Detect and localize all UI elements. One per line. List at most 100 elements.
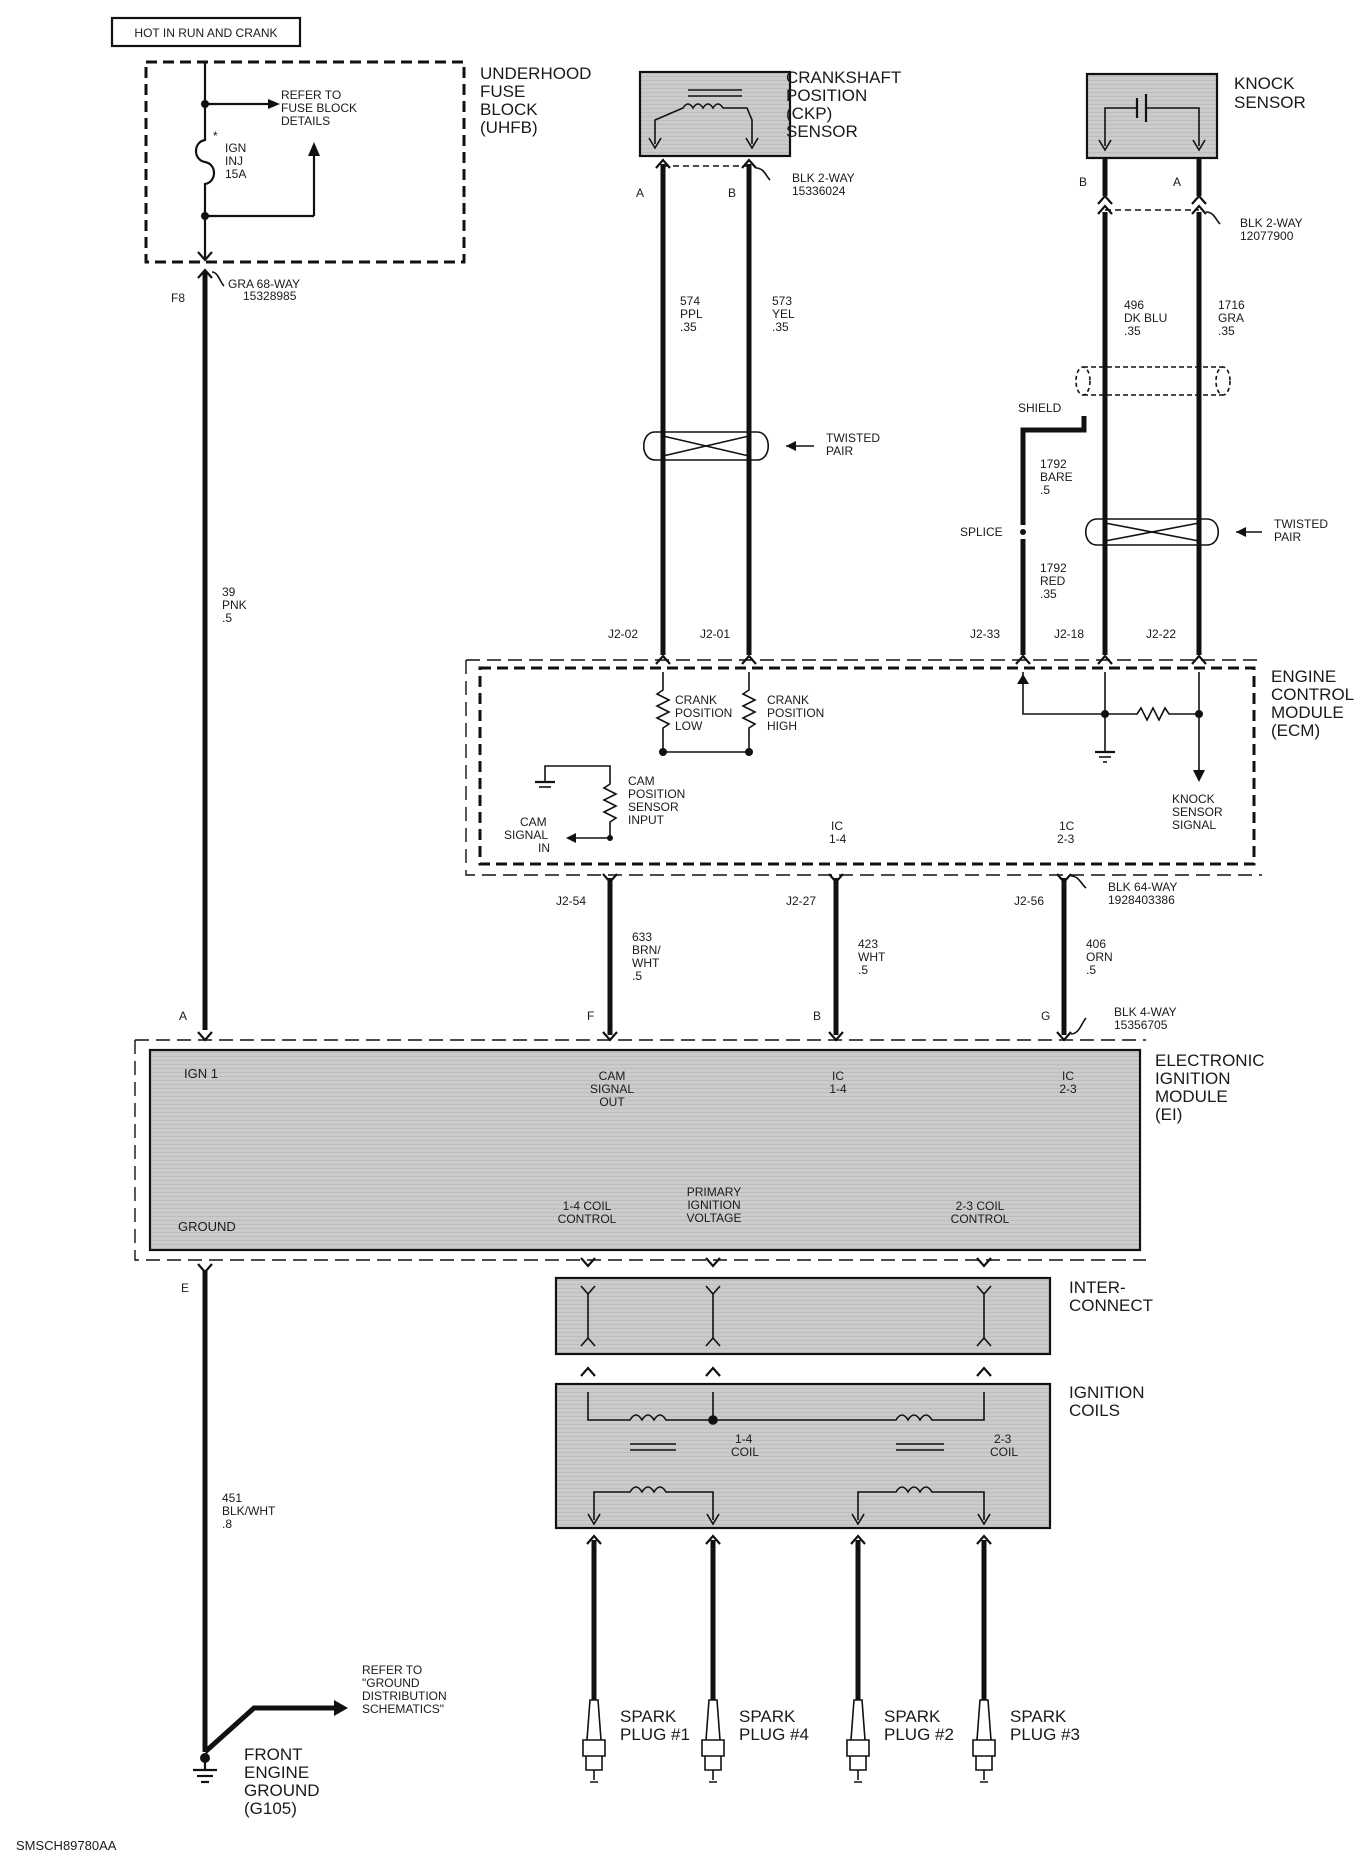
- ecm-pin-j2-27: J2-27: [786, 894, 816, 908]
- diagram-code: SMSCH89780AA: [16, 1838, 117, 1853]
- knock-pin-b: B: [1079, 175, 1087, 189]
- ecm-to-ei-wires: J2-54 J2-27 J2-56 BLK 64-WAY 1928403386 …: [556, 873, 1177, 1035]
- wire-574-num: 574: [680, 294, 700, 308]
- wire-574-size: .35: [680, 320, 697, 334]
- knock-pin-a: A: [1173, 175, 1181, 189]
- wire-1792-size: .5: [1040, 483, 1050, 497]
- ei-ic14-label: IC: [832, 1069, 844, 1083]
- crank-low-label: POSITION: [675, 706, 732, 720]
- cam-signal-in-label: CAM: [520, 815, 547, 829]
- splice-label: SPLICE: [960, 525, 1003, 539]
- wire-451-num: 451: [222, 1491, 242, 1505]
- ground-refer: DISTRIBUTION: [362, 1689, 447, 1703]
- ckp-sensor: CRANKSHAFT POSITION (CKP) SENSOR: [638, 68, 901, 158]
- ic23-label: 1C: [1059, 819, 1075, 833]
- primary-voltage-label: IGNITION: [687, 1198, 740, 1212]
- ei-title: (EI): [1155, 1105, 1182, 1124]
- refer-line: FUSE BLOCK: [281, 101, 357, 115]
- ecm-pin-j2-01: J2-01: [700, 627, 730, 641]
- knock-sensor: KNOCK SENSOR: [1085, 72, 1306, 160]
- ecm-pin-j2-18: J2-18: [1054, 627, 1084, 641]
- title-line: POSITION: [786, 86, 867, 105]
- knock-signal-label: KNOCK: [1172, 792, 1215, 806]
- ei-pin-g: G: [1041, 1009, 1050, 1023]
- ckp-pin-a: A: [636, 186, 644, 200]
- power-label-box: HOT IN RUN AND CRANK: [110, 16, 302, 48]
- ecm-pin-j2-54: J2-54: [556, 894, 586, 908]
- wire-573-num: 573: [772, 294, 792, 308]
- title-line: SENSOR: [786, 122, 858, 141]
- twisted-label: PAIR: [1274, 530, 1301, 544]
- ei-ic23-label: 2-3: [1059, 1082, 1077, 1096]
- spark-plug-label: SPARK: [1010, 1707, 1067, 1726]
- twisted-label: TWISTED: [826, 431, 880, 445]
- wire-574-color: PPL: [680, 307, 703, 321]
- spark-plug-label: SPARK: [620, 1707, 677, 1726]
- wire-633-color: BRN/: [632, 943, 661, 957]
- crank-low-label: CRANK: [675, 693, 717, 707]
- knock-shield: SHIELD 1792 BARE .5 SPLICE 1792 RED .35: [960, 366, 1231, 655]
- ei-title: MODULE: [1155, 1087, 1228, 1106]
- ei-ign1-label: IGN 1: [184, 1066, 218, 1081]
- crank-high-label: POSITION: [767, 706, 824, 720]
- crank-low-label: LOW: [675, 719, 703, 733]
- ecm-title: MODULE: [1271, 703, 1344, 722]
- shield-label: SHIELD: [1018, 401, 1062, 415]
- coil23-label: 2-3: [994, 1432, 1012, 1446]
- ecm-title: (ECM): [1271, 721, 1320, 740]
- title-line: CRANKSHAFT: [786, 68, 901, 87]
- wire-1792-red-size: .35: [1040, 587, 1057, 601]
- knock-title: KNOCK: [1234, 74, 1295, 93]
- coil23-control-label: CONTROL: [951, 1212, 1010, 1226]
- ground-symbol-icon: [535, 772, 555, 788]
- wire-39-color: PNK: [222, 598, 247, 612]
- cam-input-label: CAM: [628, 774, 655, 788]
- wire-1792-color: BARE: [1040, 470, 1073, 484]
- wire-1792-red-color: RED: [1040, 574, 1066, 588]
- uhfb-refer-text: REFER TO FUSE BLOCK DETAILS: [281, 88, 357, 128]
- knock-connector: BLK 2-WAY: [1240, 216, 1303, 230]
- cam-out-label: CAM: [599, 1069, 626, 1083]
- uhfb-connector: GRA 68-WAY: [228, 277, 300, 291]
- cam-input-label: POSITION: [628, 787, 685, 801]
- coil23-label: COIL: [990, 1445, 1018, 1459]
- ecm-title: ENGINE: [1271, 667, 1336, 686]
- pin-f8: F8: [171, 291, 185, 305]
- title-line: (UHFB): [480, 118, 538, 137]
- cam-signal-in-label: SIGNAL: [504, 828, 548, 842]
- ecm-connector: BLK 64-WAY: [1108, 880, 1177, 894]
- ei-pin-e: E: [181, 1281, 189, 1295]
- wire-451-size: .8: [222, 1517, 232, 1531]
- knock-title: SENSOR: [1234, 93, 1306, 112]
- ignition-coils: 1-4 COIL 2-3 COIL IGNITION COILS: [554, 1366, 1145, 1530]
- front-engine-ground: E 451 BLK/WHT .8 REFER TO "GROUND DISTRI…: [181, 1263, 447, 1818]
- ei-pin-a: A: [179, 1009, 187, 1023]
- fuse-line: INJ: [225, 154, 243, 168]
- knock-connector-part: 12077900: [1240, 229, 1294, 243]
- coils-title: IGNITION: [1069, 1383, 1145, 1402]
- coil14-label: COIL: [731, 1445, 759, 1459]
- knock-signal-label: SIGNAL: [1172, 818, 1216, 832]
- ground-refer: "GROUND: [362, 1676, 420, 1690]
- wire-1792-num: 1792: [1040, 457, 1067, 471]
- uhfb-connector-part: 15328985: [243, 289, 297, 303]
- knock-signal-label: SENSOR: [1172, 805, 1223, 819]
- refer-line: REFER TO: [281, 88, 341, 102]
- title-line: (CKP): [786, 104, 832, 123]
- wire-496-size: .35: [1124, 324, 1141, 338]
- ckp-pin-b: B: [728, 186, 736, 200]
- interconnect-title: INTER-: [1069, 1278, 1126, 1297]
- interconnect: INTER- CONNECT: [554, 1257, 1153, 1356]
- ground-title: ENGINE: [244, 1763, 309, 1782]
- interconnect-title: CONNECT: [1069, 1296, 1153, 1315]
- coils-title: COILS: [1069, 1401, 1120, 1420]
- coil23-control-label: 2-3 COIL: [956, 1199, 1005, 1213]
- cam-input-label: SENSOR: [628, 800, 679, 814]
- ei-connector: BLK 4-WAY: [1114, 1005, 1177, 1019]
- spark-plug-label: PLUG #4: [739, 1725, 809, 1744]
- refer-line: DETAILS: [281, 114, 330, 128]
- wire-39-num: 39: [222, 585, 236, 599]
- wire-633-num: 633: [632, 930, 652, 944]
- wire-406-size: .5: [1086, 963, 1096, 977]
